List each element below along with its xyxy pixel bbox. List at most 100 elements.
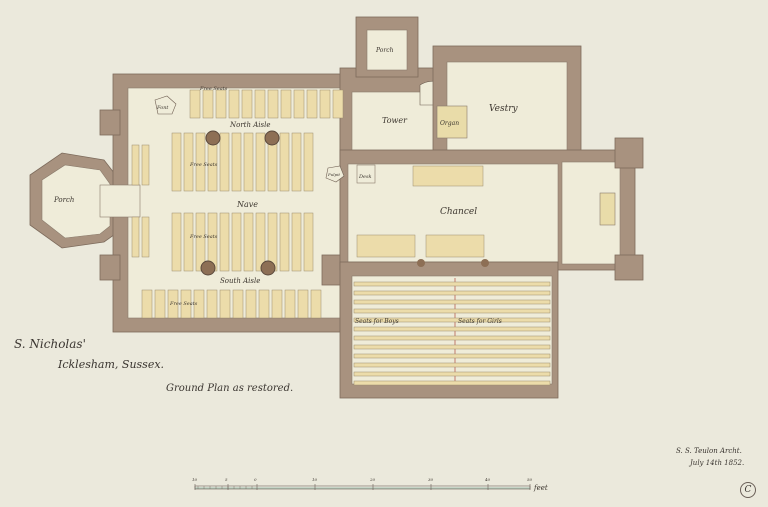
pew [202,89,214,119]
location-title: Icklesham, Sussex. [58,358,165,371]
pulpit-label: Pulpit [327,172,340,177]
pew [306,89,318,119]
column [260,260,276,276]
pew [141,289,153,319]
pew [291,212,302,272]
buttress [614,137,644,169]
pew [167,289,179,319]
pew [195,212,206,272]
bench [353,290,551,296]
pew [243,132,254,192]
buttress [99,109,121,136]
scale-tick-label: 0 [254,477,257,482]
bench [353,362,551,368]
north-aisle-label: North Aisle [229,121,271,129]
bench [353,281,551,287]
scale-tick-label: 30 [428,477,434,482]
pew [232,289,244,319]
pew [183,212,194,272]
desk-label: Desk [358,174,372,180]
pulpit-box [325,165,345,183]
seats-boys-label: Seats for Boys [355,318,399,325]
organ-label: Organ [440,120,459,127]
pew [271,289,283,319]
pew [180,289,192,319]
bench [353,308,551,314]
plan-subtitle: Ground Plan as restored. [166,383,294,394]
pew [171,132,182,192]
west-porch-label: Porch [53,196,74,204]
pew [131,216,140,258]
pew [141,144,150,186]
pew [303,132,314,192]
pew [291,132,302,192]
bench [353,353,551,359]
pew [241,89,253,119]
bench [353,344,551,350]
nave-floor [127,87,341,319]
pew [255,212,266,272]
pew [219,212,230,272]
pew [293,89,305,119]
pew [193,289,205,319]
bench [353,371,551,377]
signature-date: July 14th 1852. [690,459,745,467]
pew [303,212,314,272]
pew [219,132,230,192]
column [205,130,221,146]
free-seats-label: Free Seats [189,162,218,168]
pew [254,89,266,119]
bench [353,317,551,323]
pew [332,89,344,119]
column [264,130,280,146]
scale-tick-label: 40 [484,477,491,482]
choir-stall [425,234,485,258]
font-label: Font [156,105,169,111]
pew [219,289,231,319]
scale-tick-label: 10 [192,477,198,482]
scale-tick-label: 10 [312,477,318,482]
pew [195,132,206,192]
column [417,259,425,267]
choir-stall [412,165,484,187]
font-basin [154,95,177,115]
nave-pews [131,89,344,319]
free-seats-label: Free Seats [199,86,228,92]
pew [310,289,322,319]
school-benches [353,281,551,386]
pew [319,89,331,119]
vestry-label: Vestry [489,104,519,114]
free-seats-label: Free Seats [189,234,218,240]
pew [215,89,227,119]
pew [258,289,270,319]
chancel-label: Chancel [440,207,477,217]
nave-label: Nave [236,200,258,209]
scale-tick-label: 20 [369,477,376,482]
pew [297,289,309,319]
architect-signature: S. S. Teulon Archt. [676,447,742,455]
column [200,260,216,276]
pew [154,289,166,319]
north-porch-label: Porch [375,47,394,54]
pew [231,212,242,272]
pew [267,89,279,119]
north-porch-floor [366,29,408,71]
west-porch-floor [41,164,111,239]
scale-unit: feet [533,484,548,492]
organ-box [436,105,468,139]
scale-tick-label: 50 [527,477,533,482]
pew [189,89,201,119]
pew [183,132,194,192]
scale-tick-label: 5 [225,477,228,482]
column [481,259,489,267]
bench [353,326,551,332]
buttress [614,254,644,281]
seats-girls-label: Seats for Girls [458,318,502,325]
buttress [99,254,121,281]
archive-stamp: C [740,482,756,498]
pew [243,212,254,272]
pew [231,132,242,192]
pew [141,216,150,258]
pew [131,144,140,186]
